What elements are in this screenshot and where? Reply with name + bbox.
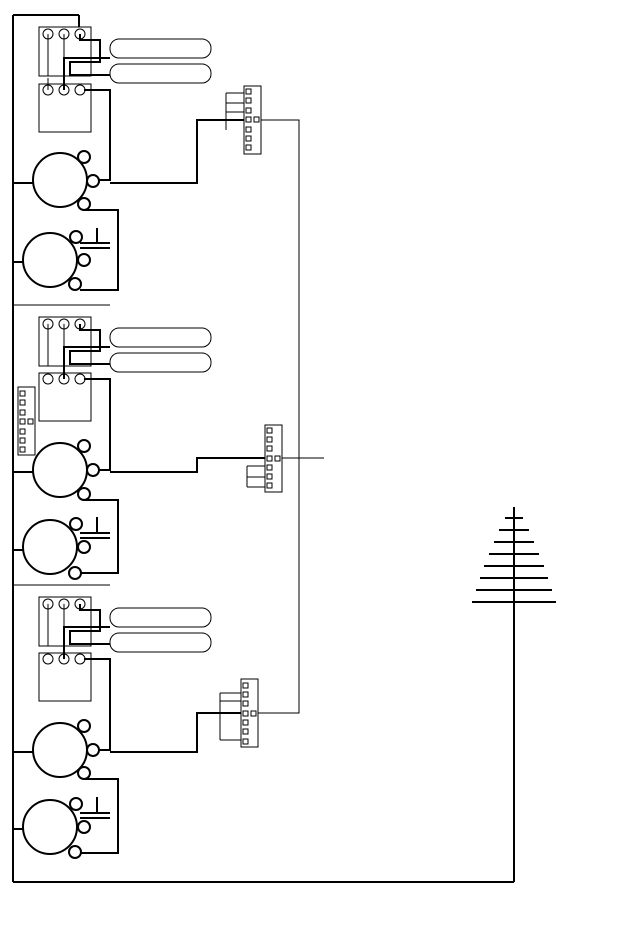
- coil-upper: [13, 719, 119, 854]
- signal-wire: [110, 457, 265, 473]
- trunk-line: [258, 119, 300, 714]
- relay-block: [38, 316, 111, 471]
- tube-1a: [109, 38, 212, 59]
- signal-wire: [110, 712, 241, 753]
- coil-lower: [13, 517, 110, 580]
- tube-3b: [109, 632, 212, 653]
- relay-block: [38, 596, 111, 751]
- stage-2: [13, 304, 324, 580]
- coil-lower: [13, 797, 110, 859]
- tube-1b: [109, 63, 212, 84]
- tube-2a: [109, 327, 212, 348]
- connector-2: [246, 424, 324, 493]
- connector-1: [225, 85, 262, 155]
- coil-upper: [13, 150, 119, 291]
- side-connector: [17, 386, 36, 456]
- antenna-icon: [472, 507, 556, 882]
- terminal-group: [42, 28, 86, 96]
- relay-block: [38, 26, 111, 181]
- connector-3: [219, 678, 259, 748]
- tube-3a: [109, 607, 212, 628]
- coil-lower: [13, 228, 110, 291]
- stage-3: [13, 584, 259, 859]
- tube-2b: [109, 352, 212, 373]
- ground-bus: [12, 14, 514, 883]
- stage-1: [13, 26, 262, 291]
- coil-upper: [13, 439, 119, 574]
- signal-wire: [110, 119, 244, 184]
